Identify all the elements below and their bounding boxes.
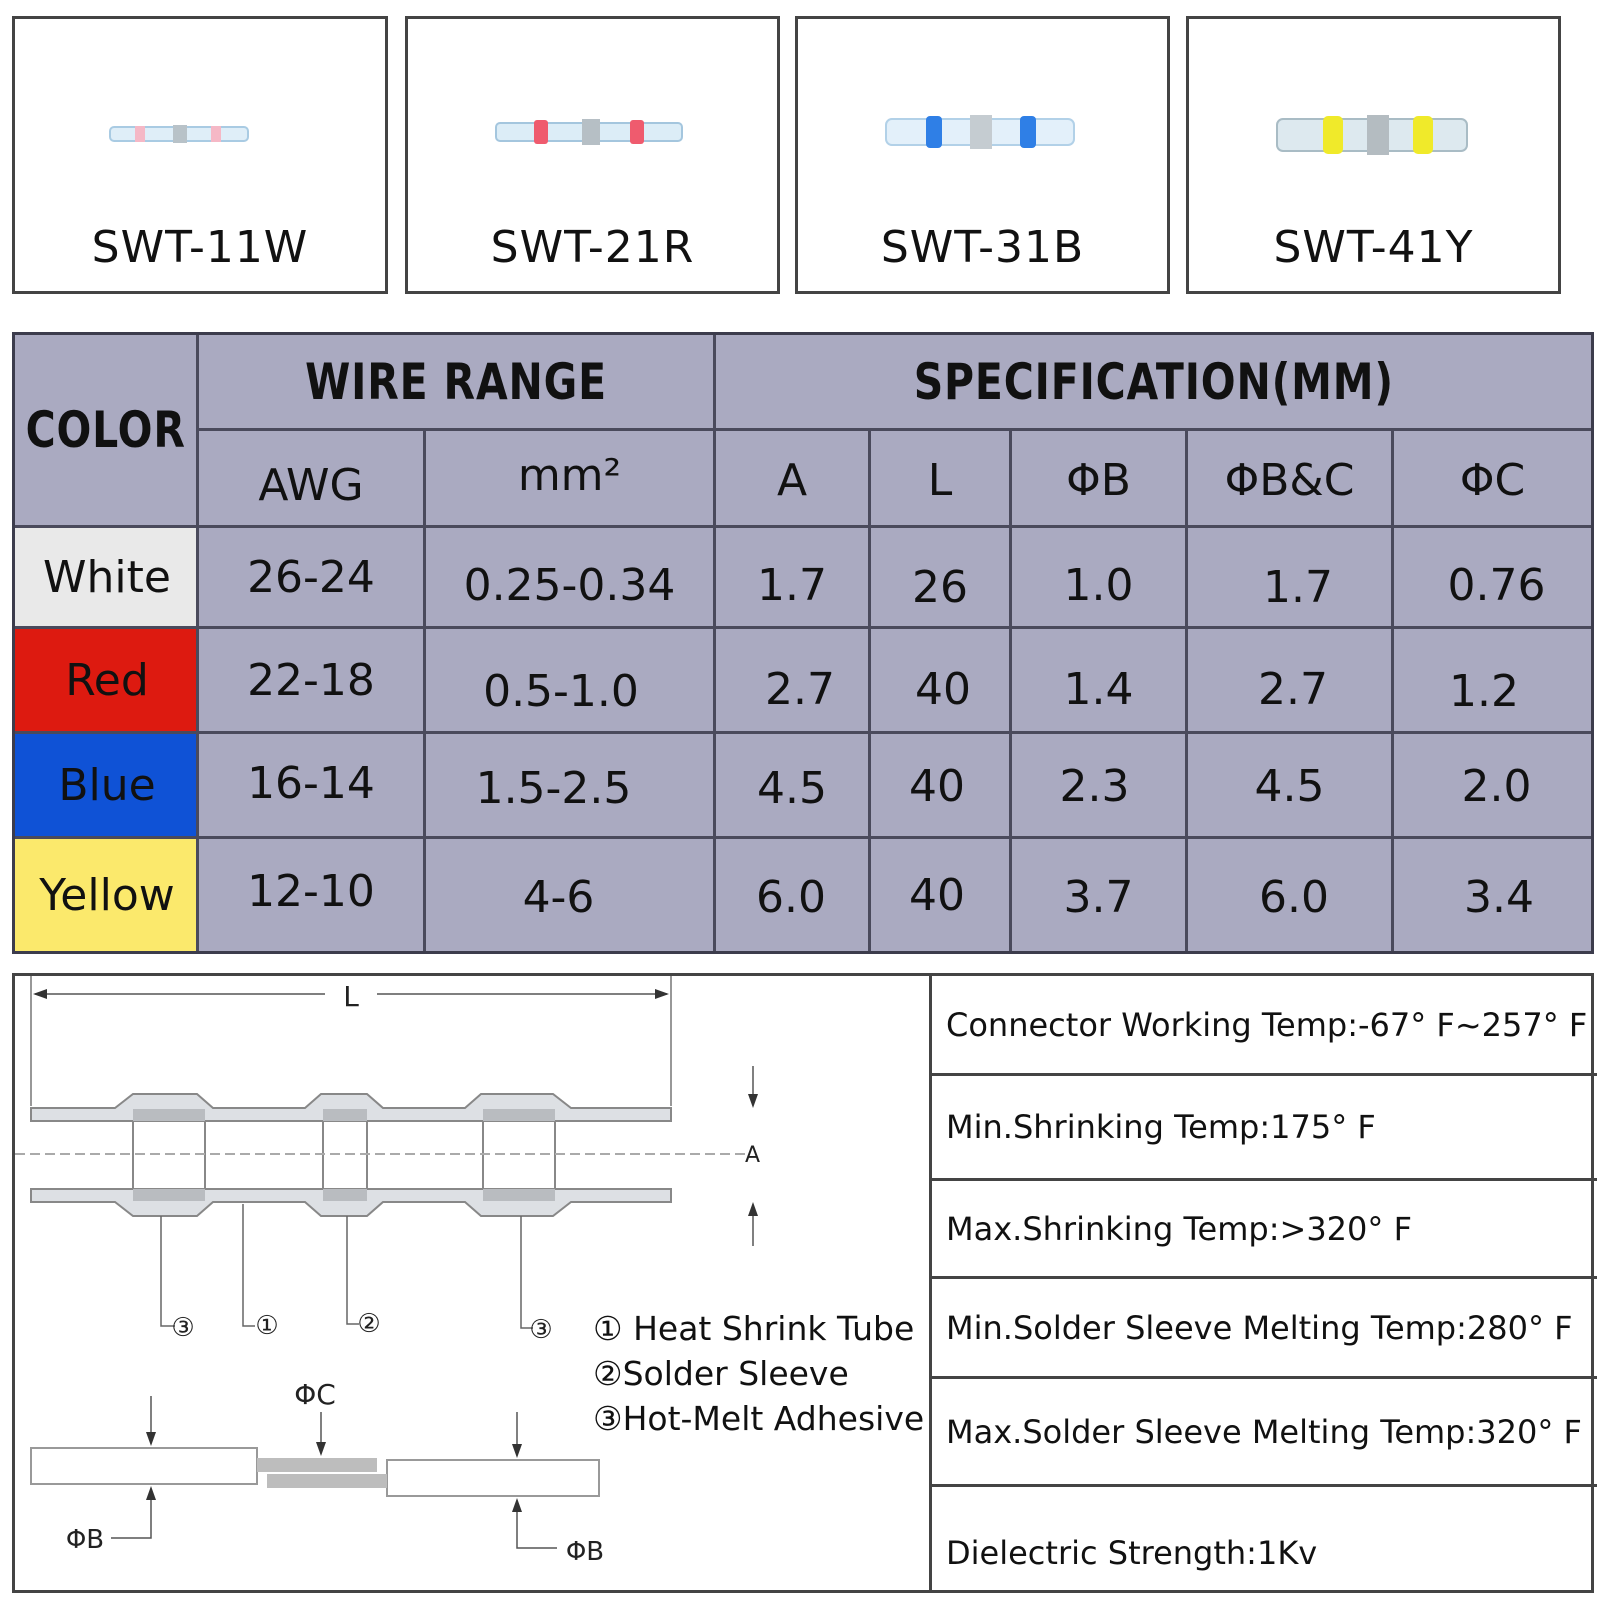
prop-min-solder-melt-temp: Min.Solder Sleeve Melting Temp:280° F [932,1279,1597,1379]
prop-working-temp: Connector Working Temp:-67° F~257° F [932,976,1597,1076]
color-header: COLOR [25,401,186,459]
cell-a: 2.7 [765,663,835,715]
cell-l: 40 [915,663,971,715]
col-header-l: L [927,454,953,506]
prop-dielectric-strength: Dielectric Strength:1Kv [946,1534,1318,1572]
cell-mm2: 0.25-0.34 [463,559,676,611]
callout-2: ② [357,1309,380,1339]
component-legend: ① Heat Shrink Tube ②Solder Sleeve ③Hot-M… [593,1306,924,1441]
cell-phibc: 2.7 [1258,663,1328,715]
callout-1: ① [255,1311,278,1341]
cell-awg: 12-10 [247,866,375,917]
cell-phibc: 4.5 [1254,760,1325,812]
wire-range-header: WIRE RANGE [305,352,607,411]
properties-list: Connector Working Temp:-67° F~257° F Min… [929,976,1597,1590]
col-header-phibc: ΦB&C [1224,454,1355,506]
legend-solder-sleeve: ②Solder Sleeve [593,1354,849,1393]
col-header-phic: ΦC [1459,454,1526,506]
dim-phib-label-left: ΦB [66,1525,104,1555]
product-card-swt-21r: SWT-21R [405,16,780,294]
product-label: SWT-11W [91,222,309,273]
cell-phic: 2.0 [1461,760,1532,812]
cell-phib: 3.7 [1063,872,1134,923]
row-color-blue: Blue [15,734,199,836]
cell-phibc: 1.7 [1263,561,1333,613]
prop-min-shrink-temp: Min.Shrinking Temp:175° F [932,1076,1597,1181]
cell-a: 1.7 [757,559,827,611]
prop-max-shrink-temp: Max.Shrinking Temp:>320° F [932,1181,1597,1279]
color-name: White [43,551,171,603]
cell-phibc: 6.0 [1259,872,1329,923]
connector-diagram: L A ③ ① ② ③ [15,976,760,1567]
col-header-awg: AWG [258,459,364,511]
cell-l: 40 [909,760,965,812]
callout-3-right: ③ [529,1315,552,1345]
row-color-yellow: Yellow [15,839,199,951]
cell-mm2: 4-6 [522,872,595,923]
connector-image-blue [885,115,1075,149]
cell-awg: 16-14 [247,757,375,809]
col-header-a: A [776,454,808,506]
cell-l: 26 [912,561,968,613]
dim-phic-label: ΦC [294,1378,336,1411]
cell-awg: 22-18 [247,654,375,706]
cell-l: 40 [909,870,965,921]
cell-a: 6.0 [756,872,826,923]
cell-mm2: 1.5-2.5 [475,762,632,814]
cell-phib: 2.3 [1059,760,1130,812]
spec-header: SPECIFICATION(MM) [913,352,1394,411]
cell-phic: 1.2 [1449,665,1519,717]
spec-table: White Red Blue Yellow COLOR WIRE RANGE S… [12,332,1594,954]
bottom-section: L A ③ ① ② ③ [12,973,1597,1593]
cell-a: 4.5 [757,762,827,814]
row-color-red: Red [15,629,199,731]
dim-a-label: A [745,1143,760,1168]
product-label: SWT-31B [880,222,1085,273]
row-color-white: White [15,528,199,626]
callout-3-left: ③ [171,1313,194,1343]
cell-phic: 3.4 [1464,872,1534,923]
product-card-swt-41y: SWT-41Y [1186,16,1561,294]
cell-mm2: 0.5-1.0 [483,665,639,717]
product-label: SWT-21R [490,222,695,273]
cell-phib: 1.0 [1063,559,1134,611]
col-header-phib: ΦB [1066,454,1131,506]
col-header-mm2: mm² [517,449,622,501]
prop-max-solder-melt-temp: Max.Solder Sleeve Melting Temp:320° F [932,1379,1597,1487]
product-card-swt-31b: SWT-31B [795,16,1170,294]
dim-phib-label-right: ΦB [566,1537,604,1567]
color-name: Blue [58,759,156,811]
product-label: SWT-41Y [1273,222,1474,273]
connector-image-yellow [1276,115,1468,155]
connector-image-white [109,125,249,143]
color-name: Red [65,654,149,706]
connector-image-red [495,119,683,145]
dim-l-label: L [343,980,359,1013]
cell-phib: 1.4 [1063,663,1134,715]
color-name: Yellow [39,869,175,921]
product-card-swt-11w: SWT-11W [12,16,388,294]
cell-awg: 26-24 [247,551,375,603]
legend-hot-melt-adhesive: ③Hot-Melt Adhesive [593,1399,925,1438]
cell-phic: 0.76 [1447,559,1546,611]
legend-heat-shrink-tube: ① Heat Shrink Tube [593,1309,915,1348]
